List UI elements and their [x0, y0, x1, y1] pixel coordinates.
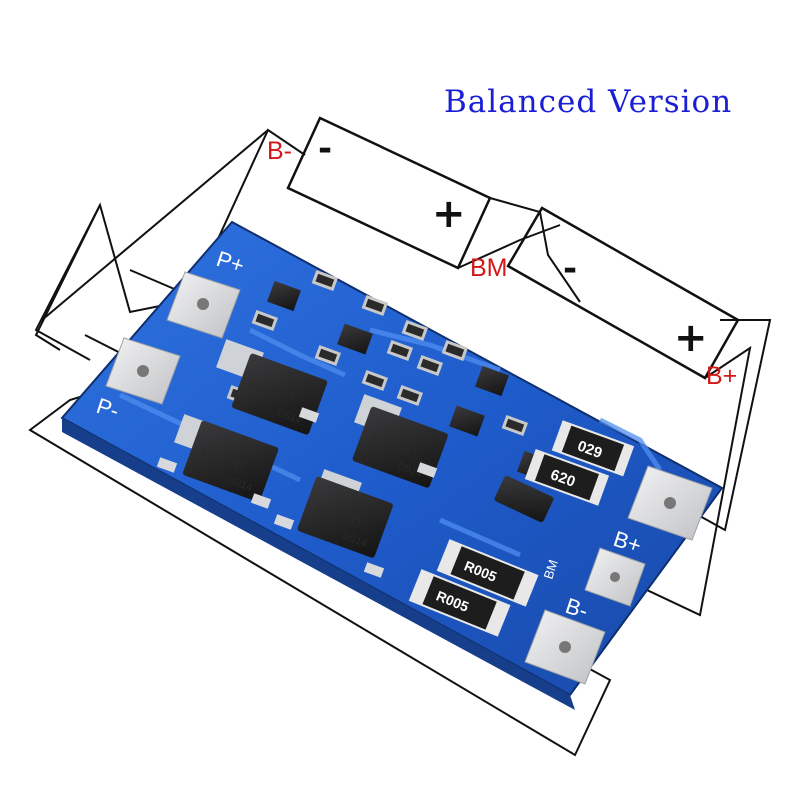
- cell-2-plus-sign: +: [674, 315, 708, 361]
- small-ics: [267, 280, 554, 523]
- pads: [105, 271, 713, 685]
- wire-label-b-minus: B-: [267, 137, 292, 165]
- mosfet-3: [182, 420, 279, 502]
- wire-label-bm: BM: [470, 254, 508, 282]
- wiring: [28, 128, 772, 757]
- page-title: Balanced Version: [444, 84, 733, 120]
- wire-label-b-plus: B+: [706, 362, 738, 390]
- mosfet-4: [297, 476, 393, 558]
- cell-1-plus-sign: +: [432, 191, 466, 237]
- mosfets: K0A7U1T DS14 K0A7U1T DS14 K0A7U1T DS14 K…: [156, 339, 448, 578]
- smd-components: [226, 269, 529, 436]
- cell-1-minus-sign: -: [318, 129, 333, 169]
- cell-2-minus-sign: -: [563, 249, 578, 289]
- pcb-label-bm: BM: [541, 558, 561, 581]
- resistors: 029 620 R005 R005: [408, 420, 635, 637]
